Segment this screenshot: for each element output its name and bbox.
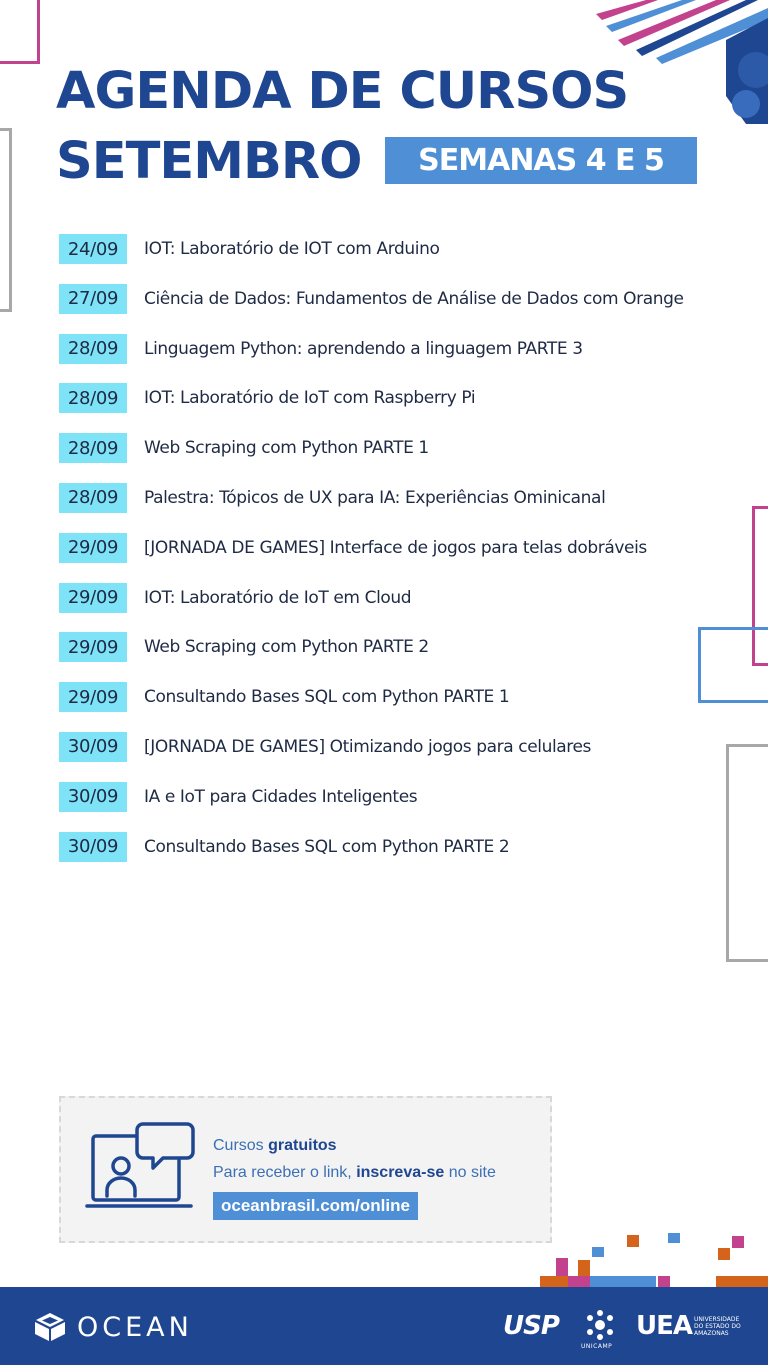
schedule-row: 29/09 IOT: Laboratório de IoT em Cloud: [59, 582, 719, 613]
pixel-decoration: [592, 1247, 604, 1257]
schedule-row: 30/09 [JORNADA DE GAMES] Otimizando jogos…: [59, 731, 719, 762]
info-box: Cursos gratuitos Para receber o link, in…: [59, 1096, 552, 1243]
usp-logo: USP: [503, 1311, 560, 1341]
course-date: 30/09: [59, 831, 127, 862]
course-title: IOT: Laboratório de IoT em Cloud: [144, 587, 412, 608]
info-line2-bold: inscreva-se: [356, 1164, 445, 1181]
schedule-row: 29/09 Consultando Bases SQL com Python PA…: [59, 682, 719, 713]
decorative-frame-magenta: [0, 0, 40, 64]
info-text: Cursos gratuitos Para receber o link, in…: [213, 1132, 496, 1220]
schedule-row: 28/09 Palestra: Tópicos de UX para IA: Ex…: [59, 482, 719, 513]
decorative-frame-grey-right: [726, 744, 768, 962]
course-date: 29/09: [59, 582, 127, 613]
pixel-decoration: [668, 1233, 680, 1243]
schedule-row: 27/09 Ciência de Dados: Fundamentos de An…: [59, 283, 719, 314]
course-title: [JORNADA DE GAMES] Otimizando jogos para…: [144, 736, 592, 757]
course-title: IA e IoT para Cidades Inteligentes: [144, 786, 418, 807]
course-schedule: 24/09 IOT: Laboratório de IOT com Arduino…: [59, 234, 719, 881]
uea-logo: UEA: [636, 1311, 693, 1341]
decorative-frame-magenta-right: [752, 506, 768, 666]
schedule-row: 29/09 [JORNADA DE GAMES] Interface de jog…: [59, 532, 719, 563]
course-title: Consultando Bases SQL com Python PARTE 2: [144, 836, 510, 857]
course-date: 30/09: [59, 731, 127, 762]
month-title: SETEMBRO: [56, 132, 362, 191]
pixel-decoration: [540, 1276, 568, 1287]
course-date: 28/09: [59, 383, 127, 414]
info-line1-bold: gratuitos: [268, 1137, 337, 1154]
uea-subtitle: UNIVERSIDADE DO ESTADO DO AMAZONAS: [694, 1316, 741, 1337]
course-title: Web Scraping com Python PARTE 2: [144, 637, 429, 658]
schedule-row: 30/09 IA e IoT para Cidades Inteligentes: [59, 781, 719, 812]
pixel-decoration: [732, 1236, 744, 1248]
info-line2-prefix: Para receber o link,: [213, 1164, 357, 1181]
online-class-chat-icon: [85, 1122, 195, 1208]
ocean-logo: OCEAN: [33, 1311, 193, 1343]
pixel-decoration: [716, 1276, 768, 1287]
footer: OCEAN USP UNICAMP UEA UNIVERSIDADE DO ES…: [0, 1287, 768, 1365]
schedule-row: 28/09 Linguagem Python: aprendendo a ling…: [59, 333, 719, 364]
course-date: 24/09: [59, 234, 127, 264]
weeks-badge: SEMANAS 4 E 5: [385, 137, 697, 184]
decorative-frame-grey: [0, 128, 12, 312]
schedule-row: 28/09 IOT: Laboratório de IoT com Raspber…: [59, 383, 719, 414]
page-title: AGENDA DE CURSOS: [56, 62, 629, 121]
schedule-row: 29/09 Web Scraping com Python PARTE 2: [59, 632, 719, 663]
course-title: [JORNADA DE GAMES] Interface de jogos pa…: [144, 537, 647, 558]
course-date: 28/09: [59, 482, 127, 513]
ocean-cube-icon: [35, 1313, 65, 1341]
pixel-decoration: [658, 1276, 670, 1287]
decorative-frame-blue-right: [698, 627, 768, 703]
course-date: 29/09: [59, 632, 127, 663]
course-title: IOT: Laboratório de IoT com Raspberry Pi: [144, 388, 476, 409]
schedule-row: 24/09 IOT: Laboratório de IOT com Arduino: [59, 234, 719, 264]
corner-stripes-art: [596, 0, 768, 124]
pixel-decoration: [556, 1258, 568, 1276]
ocean-wordmark: OCEAN: [77, 1311, 193, 1343]
pixel-decoration: [578, 1260, 590, 1276]
pixel-decoration: [718, 1248, 730, 1260]
course-title: Consultando Bases SQL com Python PARTE 1: [144, 687, 510, 708]
course-title: IOT: Laboratório de IOT com Arduino: [144, 239, 440, 259]
course-date: 29/09: [59, 532, 127, 563]
unicamp-logo-icon: [587, 1310, 613, 1340]
schedule-row: 28/09 Web Scraping com Python PARTE 1: [59, 433, 719, 464]
site-link[interactable]: oceanbrasil.com/online: [213, 1192, 418, 1220]
course-title: Ciência de Dados: Fundamentos de Análise…: [144, 288, 684, 309]
pixel-decoration: [590, 1276, 656, 1287]
unicamp-wordmark: UNICAMP: [581, 1343, 613, 1350]
course-title: Linguagem Python: aprendendo a linguagem…: [144, 338, 583, 359]
pixel-decoration: [568, 1276, 590, 1287]
info-line2-suffix: no site: [444, 1164, 496, 1181]
course-title: Web Scraping com Python PARTE 1: [144, 438, 429, 459]
info-line1-prefix: Cursos: [213, 1137, 269, 1154]
course-date: 28/09: [59, 433, 127, 464]
course-date: 30/09: [59, 781, 127, 812]
course-date: 27/09: [59, 283, 127, 314]
pixel-decoration: [627, 1235, 639, 1247]
course-date: 29/09: [59, 682, 127, 713]
schedule-row: 30/09 Consultando Bases SQL com Python PA…: [59, 831, 719, 862]
course-title: Palestra: Tópicos de UX para IA: Experiê…: [144, 487, 606, 508]
course-date: 28/09: [59, 333, 127, 364]
